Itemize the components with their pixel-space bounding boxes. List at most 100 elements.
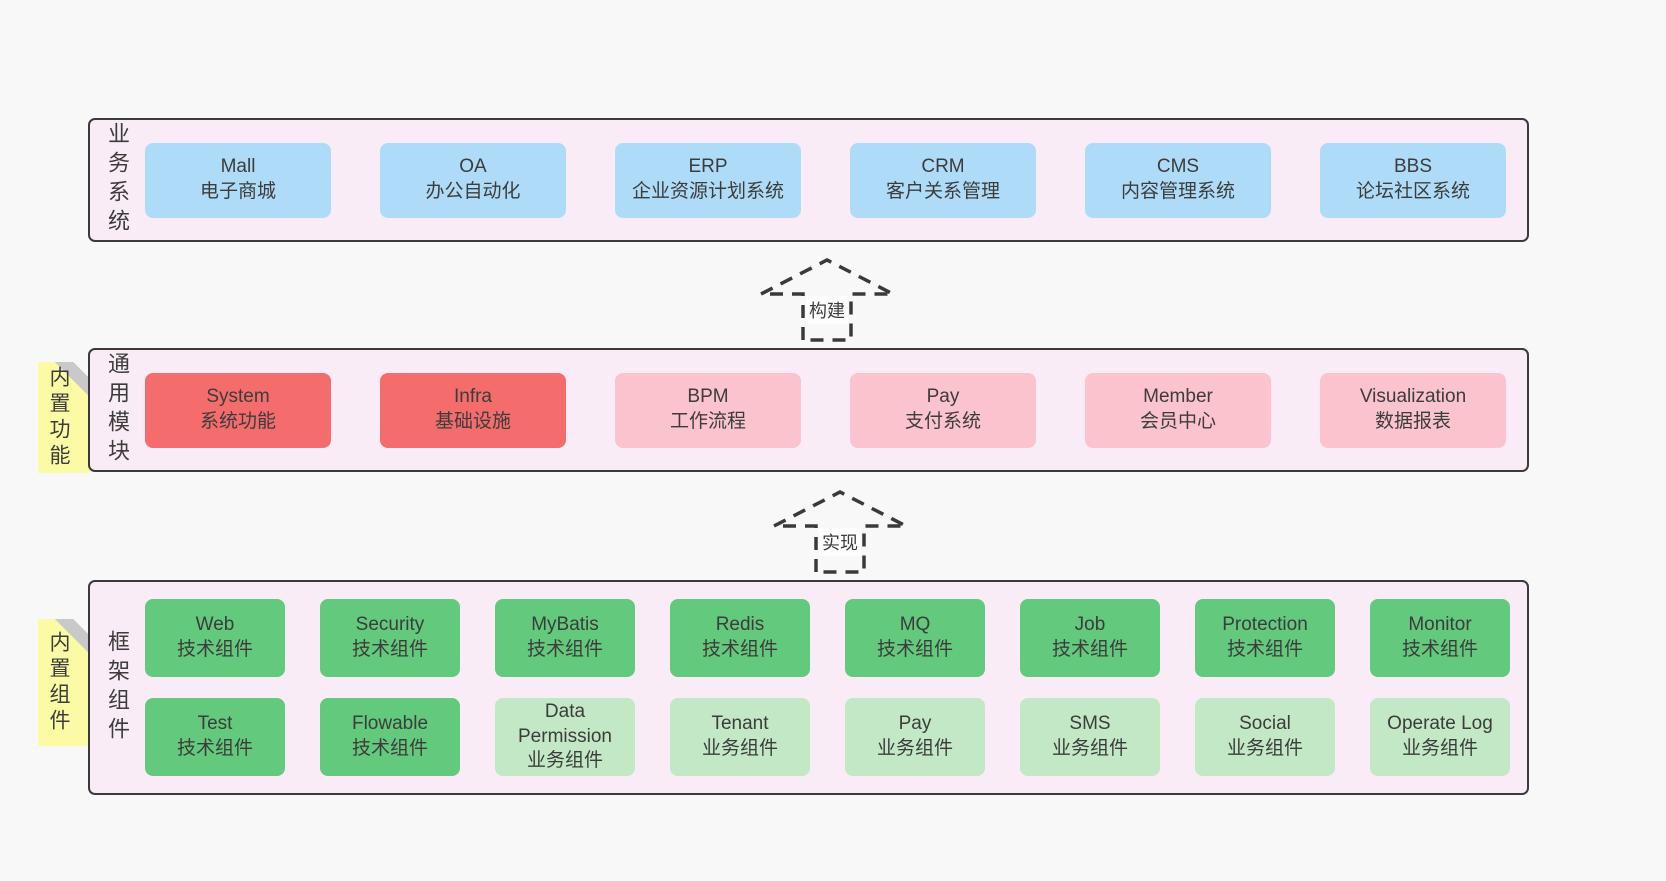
module-desc: 业务组件 [876,738,953,759]
module-name: Protection [1222,614,1308,636]
module-box-flowable: Flowable 技术组件 [320,698,460,776]
module-box-system: System 系统功能 [145,372,331,448]
module-box-data-permission: Data Permission 业务组件 [495,698,635,776]
module-box-cms: CMS 内容管理系统 [1085,142,1271,218]
module-desc: 技术组件 [1051,639,1128,660]
module-desc: 技术组件 [876,639,953,660]
sticky-tab-label: 内置功能 [47,365,70,470]
module-desc: 会员中心 [1139,411,1216,432]
module-name: Web [195,614,235,636]
module-name: Operate Log [1387,713,1493,735]
module-desc: 内容管理系统 [1120,181,1235,202]
module-desc: 支付系统 [904,411,981,432]
module-desc: 业务组件 [526,750,603,772]
module-desc: 技术组件 [701,639,778,660]
module-name: CMS [1156,156,1200,178]
module-box-operate-log: Operate Log 业务组件 [1370,698,1510,776]
module-box-test: Test 技术组件 [145,698,285,776]
module-desc: 技术组件 [176,639,253,660]
build-arrow: 构建 [757,256,897,342]
module-name: Visualization [1359,386,1467,408]
module-box-monitor: Monitor 技术组件 [1370,599,1510,677]
module-desc: 系统功能 [199,411,276,432]
module-name: Flowable [351,713,429,735]
module-name: Data Permission [518,700,612,747]
module-box-bbs: BBS 论坛社区系统 [1320,142,1506,218]
module-box-mall: Mall 电子商城 [145,142,331,218]
module-name: OA [459,156,487,178]
module-box-sms: SMS 业务组件 [1020,698,1160,776]
module-box-oa: OA 办公自动化 [380,142,566,218]
sticky-tab-built-in-components: 内置组件 [38,619,90,746]
module-name: Test [197,713,233,735]
sticky-tab-label: 内置组件 [47,630,70,735]
module-name: CRM [921,156,965,178]
module-box-security: Security 技术组件 [320,599,460,677]
module-box-bpm: BPM 工作流程 [615,372,801,448]
dashed-up-arrow-icon [760,258,894,342]
module-box-pay: Pay 支付系统 [850,372,1036,448]
module-name: Redis [715,614,765,636]
module-box-tenant: Tenant 业务组件 [670,698,810,776]
module-desc: 业务组件 [701,738,778,759]
module-name: Mall [220,156,256,178]
module-name: Tenant [711,713,769,735]
module-box-web: Web 技术组件 [145,599,285,677]
module-name: BBS [1393,156,1433,178]
module-desc: 技术组件 [351,738,428,759]
dashed-up-arrow-icon [773,490,907,574]
sticky-tab-built-in-features: 内置功能 [38,362,90,473]
module-box-mybatis: MyBatis 技术组件 [495,599,635,677]
module-desc: 数据报表 [1374,411,1451,432]
module-name: ERP [688,156,728,178]
layer-business-systems: 业务系统 Mall 电子商城 OA 办公自动化 ERP 企业资源计划系统 CRM 客户关系管理… [88,118,1529,242]
module-desc: 技术组件 [526,639,603,660]
module-name: MyBatis [531,614,599,636]
module-desc: 电子商城 [199,181,276,202]
module-box-pay: Pay 业务组件 [845,698,985,776]
module-desc: 工作流程 [669,411,746,432]
arrow-label: 实现 [819,528,861,556]
module-desc: 技术组件 [1226,639,1303,660]
module-name: MQ [899,614,931,636]
module-desc: 客户关系管理 [885,181,1000,202]
module-name: Job [1074,614,1106,636]
module-box-crm: CRM 客户关系管理 [850,142,1036,218]
module-desc: 业务组件 [1401,738,1478,759]
module-name: System [206,386,270,408]
module-desc: 技术组件 [1401,639,1478,660]
module-desc: 论坛社区系统 [1355,181,1470,202]
implement-arrow: 实现 [770,488,910,574]
module-desc: 企业资源计划系统 [631,181,784,202]
module-box-job: Job 技术组件 [1020,599,1160,677]
layer-side-label: 业务系统 [105,122,130,238]
module-desc: 技术组件 [176,738,253,759]
module-name: Pay [926,386,960,408]
layer-side-label: 通用模块 [105,352,130,468]
module-name: Monitor [1408,614,1472,636]
module-desc: 技术组件 [351,639,428,660]
module-box-mq: MQ 技术组件 [845,599,985,677]
module-desc: 业务组件 [1051,738,1128,759]
module-box-redis: Redis 技术组件 [670,599,810,677]
module-box-protection: Protection 技术组件 [1195,599,1335,677]
module-row: Mall 电子商城 OA 办公自动化 ERP 企业资源计划系统 CRM 客户关系管理 CMS 内容… [145,142,1527,218]
module-box-erp: ERP 企业资源计划系统 [615,142,801,218]
module-name: Pay [898,713,932,735]
module-name: Security [355,614,425,636]
module-desc: 办公自动化 [425,181,521,202]
module-name: BPM [687,386,729,408]
arrow-label: 构建 [806,296,848,324]
module-desc: 基础设施 [434,411,511,432]
module-desc: 业务组件 [1226,738,1303,759]
layer-side-label: 框架组件 [105,629,130,746]
module-box-visualization: Visualization 数据报表 [1320,372,1506,448]
module-name: SMS [1069,713,1111,735]
